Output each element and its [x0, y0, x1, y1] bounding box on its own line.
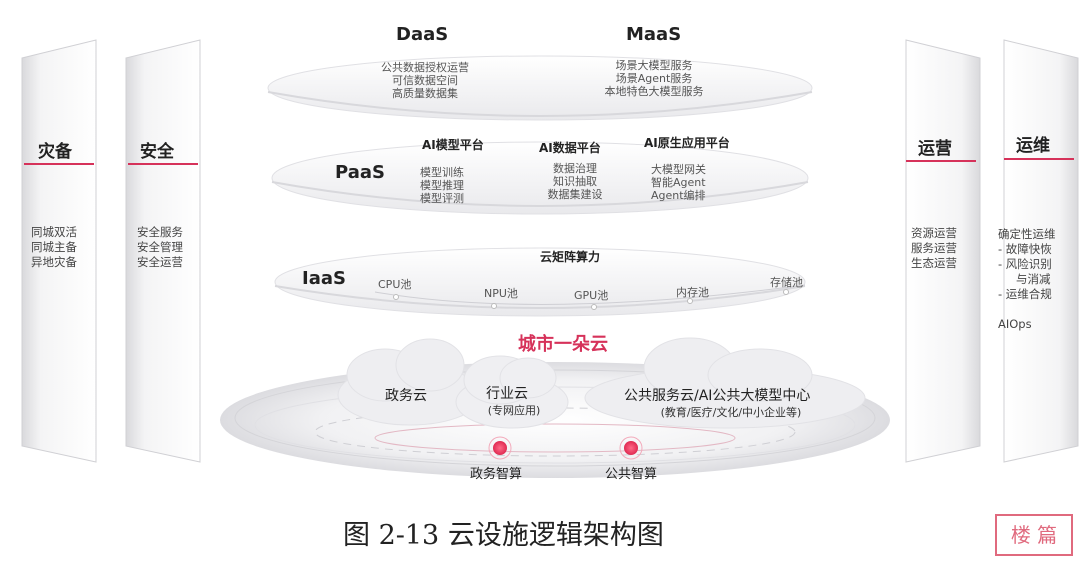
cloud-gov-label: 政务云 [385, 388, 427, 404]
svg-text:楼 篇: 楼 篇 [1011, 523, 1057, 547]
panel-items-maint: 确定性运维 - 故障快恢 - 风险识别 与消减 - 运维合规 AIOps [998, 227, 1056, 331]
iaas-pool: CPU池 [378, 278, 412, 291]
cloud-public-sub: (教育/医疗/文化/中小企业等) [660, 406, 802, 419]
panel-underline [24, 163, 94, 165]
seal-stamp [995, 514, 1073, 556]
daas-items: 公共数据授权运营 可信数据空间 高质量数据集 [381, 61, 469, 100]
iaas-pool: NPU池 [484, 287, 518, 300]
paas-group-title: AI数据平台 [539, 141, 601, 155]
iaas-subtitle: 云矩阵算力 [540, 250, 601, 264]
panel-underline [906, 160, 976, 162]
daas-title: DaaS [396, 24, 449, 45]
cloud-shape-gov [337, 338, 483, 426]
iaas-pool: 内存池 [676, 286, 709, 299]
cloud-industry-label: 行业云 [486, 386, 528, 402]
iaas-title: IaaS [302, 268, 346, 289]
panel-title-ops: 运营 [918, 139, 952, 159]
paas-group-items: 大模型网关 智能Agent Agent编排 [651, 163, 706, 202]
panel-items-disaster: 同城双活 同城主备 异地灾备 [31, 225, 77, 269]
maas-title: MaaS [626, 24, 682, 45]
cloud-public-label: 公共服务云/AI公共大模型中心 [624, 388, 811, 404]
panel-title-maint: 运维 [1016, 136, 1050, 156]
paas-group-items: 模型训练 模型推理 模型评测 [420, 166, 464, 205]
panel-shape-maint [1003, 39, 1079, 463]
panel-shape-disaster [21, 39, 97, 463]
compute-gov-label: 政务智算 [470, 467, 523, 482]
paas-group-title: AI模型平台 [422, 138, 484, 152]
panel-items-ops: 资源运营 服务运营 生态运营 [911, 226, 957, 270]
panel-shape-security [125, 39, 201, 463]
iaas-pool: GPU池 [574, 289, 609, 302]
paas-group-items: 数据治理 知识抽取 数据集建设 [547, 162, 603, 201]
panel-title-disaster: 灾备 [38, 142, 72, 162]
figure-caption: 图 2-13 云设施逻辑架构图 [343, 520, 664, 551]
paas-title: PaaS [335, 162, 385, 183]
maas-items: 场景大模型服务 场景Agent服务 本地特色大模型服务 [604, 59, 704, 98]
panel-items-security: 安全服务 安全管理 安全运营 [137, 225, 183, 269]
panel-underline [1004, 158, 1074, 160]
city-cloud-title: 城市一朵云 [518, 334, 608, 355]
panel-underline [128, 163, 198, 165]
cloud-shape-public [584, 337, 866, 429]
iaas-pool: 存储池 [770, 276, 803, 289]
panel-shape-ops [905, 39, 981, 463]
cloud-industry-sub: (专网应用) [487, 404, 541, 417]
paas-group-title: AI原生应用平台 [644, 136, 730, 150]
panel-title-security: 安全 [140, 142, 174, 162]
compute-public-label: 公共智算 [605, 467, 658, 482]
cloud-shape-industry [455, 355, 569, 429]
